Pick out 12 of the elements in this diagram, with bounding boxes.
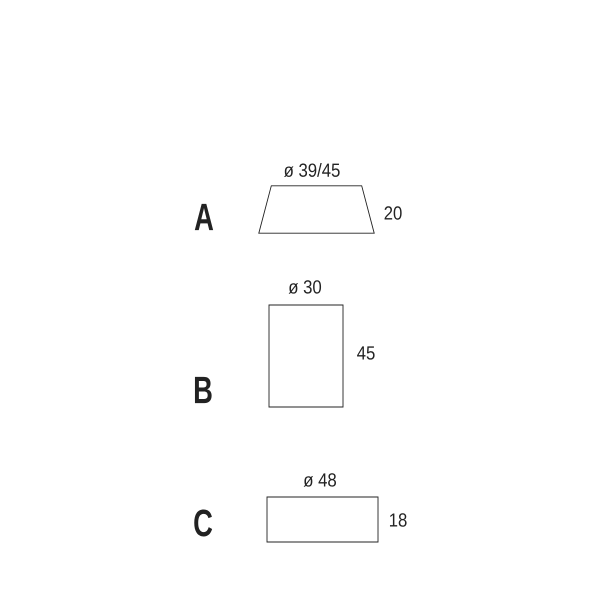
diameter-label: ø 48 (304, 473, 336, 487)
rectangle-outline (266, 496, 378, 542)
height-label: 20 (384, 206, 402, 220)
rectangle-outline (268, 304, 344, 408)
height-label: 18 (390, 513, 407, 527)
trapezoid-outline (258, 185, 375, 234)
variant-letter: C (194, 510, 212, 536)
diameter-label: ø 30 (288, 280, 322, 294)
height-label: 45 (357, 346, 375, 360)
variant-letter: B (194, 376, 212, 404)
variant-letter: A (194, 204, 214, 230)
diameter-label: ø 39/45 (284, 162, 340, 178)
